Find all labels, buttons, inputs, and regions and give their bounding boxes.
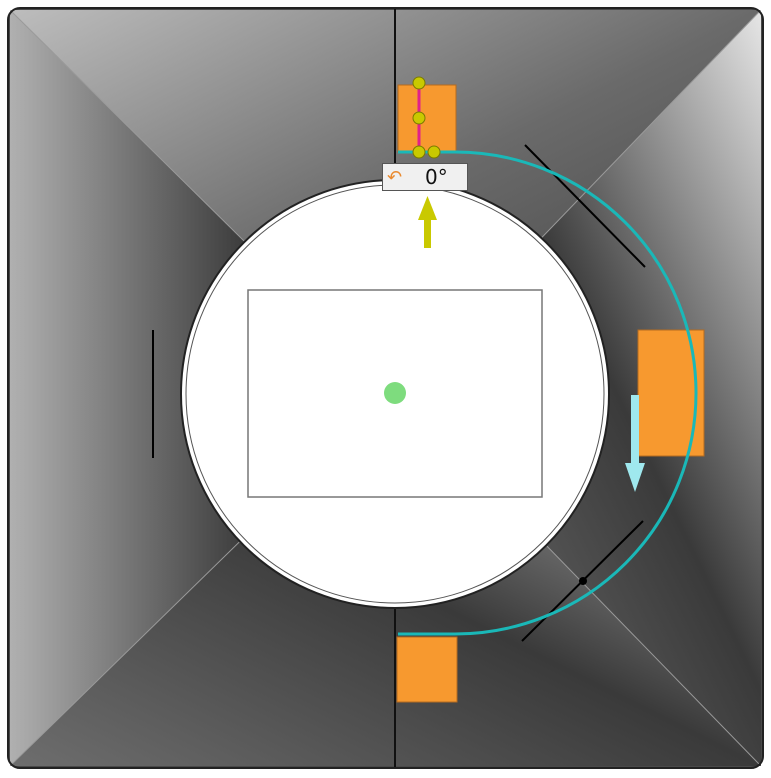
- up-arrow-icon[interactable]: [418, 196, 437, 248]
- center-point-icon[interactable]: [384, 382, 406, 404]
- handle-top[interactable]: [412, 76, 426, 90]
- handle-right[interactable]: [427, 145, 441, 159]
- tab-right[interactable]: [637, 329, 705, 457]
- angle-readout-value: 0°: [425, 165, 448, 189]
- path-arc[interactable]: [398, 150, 698, 636]
- handle-bottom[interactable]: [412, 145, 426, 159]
- tab-bottom[interactable]: [396, 636, 458, 703]
- handle-middle[interactable]: [412, 111, 426, 125]
- down-arrow-icon[interactable]: [625, 395, 645, 492]
- edge-tr-tangent: [524, 144, 646, 268]
- part-outline: [7, 7, 764, 769]
- path-point[interactable]: [579, 577, 587, 585]
- rotate-arrow-icon[interactable]: ↶: [387, 166, 403, 188]
- tab-top[interactable]: [397, 84, 457, 153]
- angle-readout-box[interactable]: ↶ 0°: [382, 163, 468, 191]
